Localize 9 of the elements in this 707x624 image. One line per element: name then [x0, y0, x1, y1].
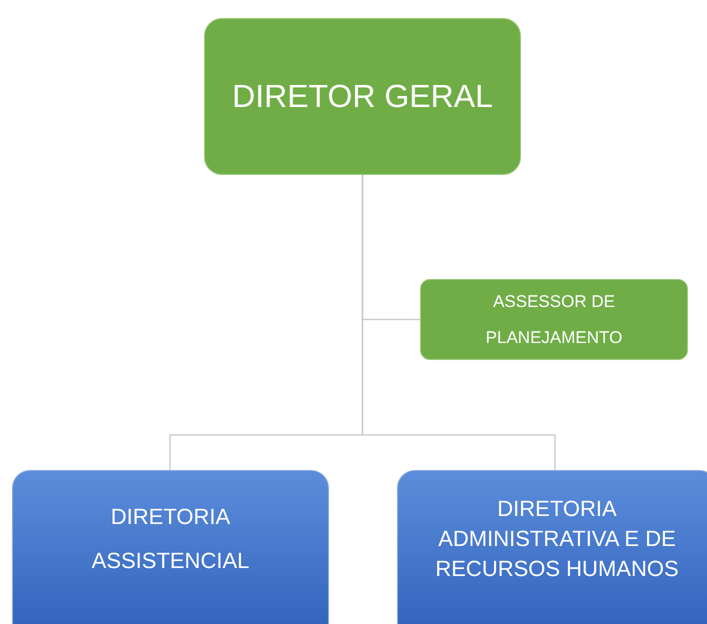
department-box [397, 470, 707, 624]
role-box [204, 18, 521, 175]
node-label: DIRETORIA ASSISTENCIAL [90, 503, 250, 575]
department-box [12, 470, 329, 624]
node-label: DIRETORIA ADMINISTRATIVA E DE RECURSOS HUMANOS [434, 495, 680, 583]
role-box [420, 279, 688, 360]
node-label: ASSESSOR DE PLANEJAMENTO [484, 290, 624, 348]
connector-line [362, 175, 556, 470]
node-label: DIRETOR GERAL [232, 77, 493, 116]
